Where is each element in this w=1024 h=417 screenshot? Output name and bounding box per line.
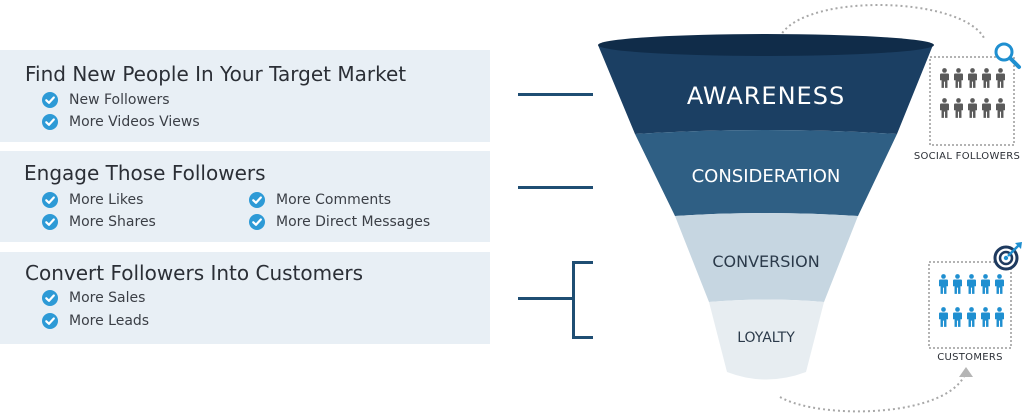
connector-line — [518, 297, 573, 300]
benefit-label: More Leads — [69, 313, 150, 329]
cycle-arrow-bottom — [779, 371, 967, 413]
panel-convert-followers: Convert Followers Into Customers More Sa… — [0, 252, 490, 344]
stage-label-consideration: CONSIDERATION — [691, 166, 841, 187]
benefit-item: More Shares — [42, 214, 156, 230]
panel-engage-followers: Engage Those Followers More Likes More S… — [0, 151, 490, 242]
check-icon — [42, 114, 58, 130]
check-icon — [42, 92, 58, 108]
connector-line — [518, 93, 593, 96]
benefit-item: New Followers — [42, 92, 170, 108]
benefit-label: More Direct Messages — [276, 214, 431, 230]
funnel-stage-loyalty — [709, 299, 824, 380]
search-icon — [994, 42, 1021, 69]
panel-find-people: Find New People In Your Target Market Ne… — [0, 50, 490, 142]
social-followers-label: SOCIAL FOLLOWERS — [913, 151, 1021, 162]
funnel-rim — [598, 34, 934, 56]
benefit-label: More Shares — [69, 214, 156, 230]
cycle-arrow-top — [777, 4, 986, 43]
benefit-label: More Likes — [69, 192, 144, 208]
bracket-line — [572, 261, 575, 339]
benefit-item: More Videos Views — [42, 114, 200, 130]
stage-label-conversion: CONVERSION — [712, 252, 820, 271]
bracket-line — [572, 336, 593, 339]
benefit-item: More Direct Messages — [249, 214, 430, 230]
panel-title: Find New People In Your Target Market — [25, 62, 407, 86]
benefit-label: New Followers — [69, 92, 170, 108]
stage-label-loyalty: LOYALTY — [737, 330, 795, 346]
connector-line — [518, 186, 593, 189]
benefit-label: More Videos Views — [69, 114, 200, 130]
check-icon — [249, 192, 265, 208]
bracket-line — [572, 261, 593, 264]
check-icon — [249, 214, 265, 230]
benefit-item: More Likes — [42, 192, 143, 208]
benefit-item: More Sales — [42, 290, 145, 306]
target-icon — [993, 242, 1022, 271]
check-icon — [42, 313, 58, 329]
benefit-label: More Comments — [276, 192, 392, 208]
arrowhead-icon — [959, 367, 973, 377]
check-icon — [42, 192, 58, 208]
check-icon — [42, 290, 58, 306]
stage-label-awareness: AWARENESS — [686, 82, 846, 110]
benefit-label: More Sales — [69, 290, 146, 306]
customers-label: CUSTOMERS — [937, 352, 1003, 363]
funnel-stage-awareness — [598, 39, 933, 134]
check-icon — [42, 214, 58, 230]
panel-title: Convert Followers Into Customers — [25, 261, 364, 285]
benefit-item: More Comments — [249, 192, 391, 208]
funnel-stage-conversion — [675, 213, 858, 302]
funnel-stage-consideration — [635, 130, 897, 216]
benefit-item: More Leads — [42, 313, 149, 329]
panel-title: Engage Those Followers — [24, 161, 266, 185]
